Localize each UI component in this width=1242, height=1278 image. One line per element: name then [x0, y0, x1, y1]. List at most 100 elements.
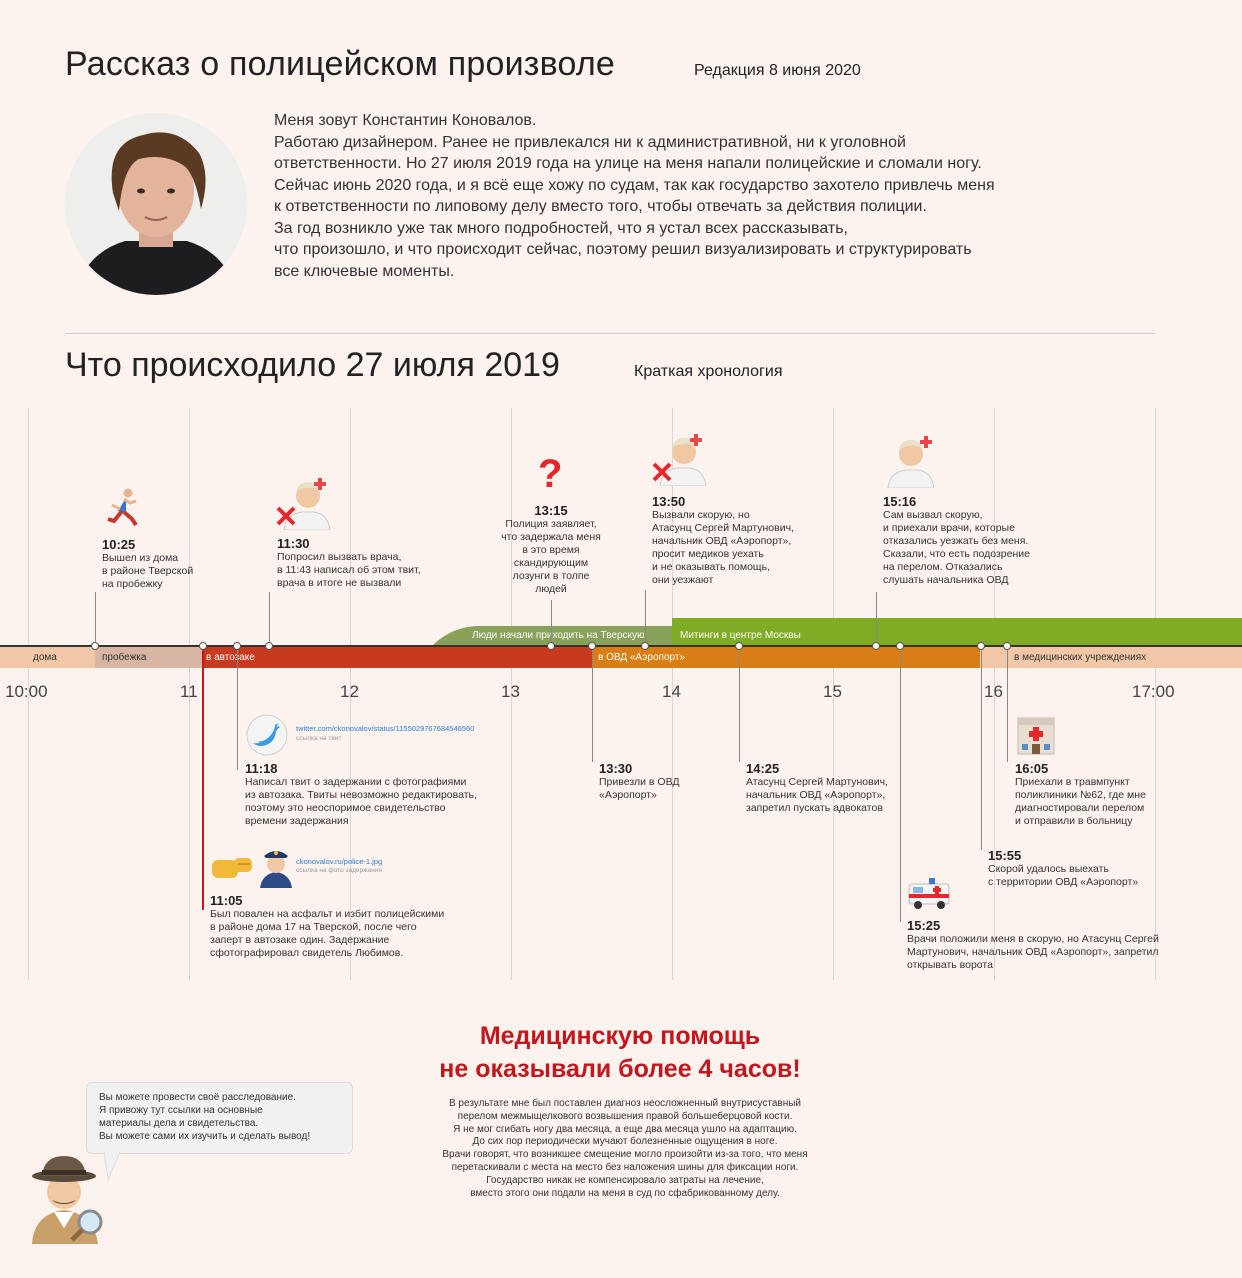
event-marker — [896, 642, 904, 650]
event-description: Попросил вызвать врача,в 11:43 написал о… — [277, 551, 421, 589]
hour-gridline — [189, 408, 190, 980]
tweet-link[interactable]: twitter.com/ckonovalov/status/1155029767… — [296, 724, 475, 733]
intro-line: Работаю дизайнером. Ранее не привлекался… — [274, 133, 906, 151]
event-marker — [233, 642, 241, 650]
hour-tick: 17:00 — [1132, 682, 1175, 701]
hour-tick: 14 — [662, 682, 681, 701]
event-marker — [199, 642, 207, 650]
event-stem — [95, 592, 96, 642]
timeline-title: Что происходило 27 июля 2019 — [65, 346, 560, 384]
event-time: 15:25 — [907, 918, 941, 933]
intro-line: Меня зовут Константин Коновалов. — [274, 112, 537, 129]
author-photo — [65, 113, 247, 295]
event-description: Сам вызвал скорую,и приехали врачи, кото… — [883, 509, 1030, 586]
event-marker — [91, 642, 99, 650]
event-stem-arrest — [202, 648, 204, 910]
intro-line: все ключевые моменты. — [274, 262, 455, 280]
timeline-axis — [0, 645, 1242, 647]
twitter-bird-icon — [246, 714, 288, 756]
doctor-refused-icon — [276, 478, 331, 530]
event-time: 13:15 — [534, 503, 568, 518]
timeline-subtitle: Краткая хронология — [634, 363, 783, 380]
event-stem — [1007, 650, 1008, 762]
event-time: 11:30 — [277, 536, 310, 551]
event-description: Написал твит о задержании с фотографиями… — [245, 776, 477, 827]
event-time: 15:16 — [883, 494, 917, 509]
event-description: Врачи положили меня в скорую, но Атасунц… — [907, 933, 1159, 971]
band-medical — [980, 647, 1242, 668]
runner-icon — [107, 488, 138, 527]
band-medical-label: в медицинских учреждениях — [1014, 652, 1147, 663]
question-icon: ? — [538, 452, 563, 496]
band-people-gathering — [432, 626, 672, 646]
event-time: 11:05 — [210, 893, 243, 908]
event-time: 10:25 — [102, 537, 136, 552]
event-marker — [641, 642, 649, 650]
section-divider — [65, 333, 1155, 334]
page-title: Рассказ о полицейском произволе — [65, 45, 615, 83]
conclusion-text: В результате мне был поставлен диагноз н… — [442, 1098, 808, 1199]
intro-line: что произошло, и что происходит сейчас, … — [274, 241, 972, 258]
hour-tick: 11 — [180, 682, 198, 701]
event-marker — [735, 642, 743, 650]
doctor-icon — [887, 436, 935, 488]
event-time: 11:18 — [245, 761, 278, 776]
hour-gridline — [28, 408, 29, 980]
event-time: 13:30 — [599, 761, 633, 776]
event-description: Атасунц Сергей Мартунович,начальник ОВД … — [746, 776, 888, 814]
hour-gridline — [350, 408, 351, 980]
event-time: 14:25 — [746, 761, 780, 776]
alarm-headline: Медицинскую помощь не оказывали более 4 … — [439, 1022, 801, 1083]
band-jog — [95, 647, 203, 668]
intro-line: ответственности. Но 27 июля 2019 года на… — [274, 155, 982, 172]
detective-icon — [32, 1156, 103, 1244]
band-rallies-label: Митинги в центре Москвы — [680, 630, 801, 641]
event-stem — [876, 592, 877, 642]
event-stem — [645, 590, 646, 642]
protest-bands — [432, 618, 1242, 646]
hour-tick: 15 — [823, 682, 842, 701]
intro-line: За год возникло уже так много подробност… — [274, 219, 848, 237]
portrait-illustration — [65, 113, 247, 295]
event-stem — [237, 650, 238, 770]
doctor-refused-icon — [652, 434, 707, 486]
edition-date: Редакция 8 июня 2020 — [694, 62, 861, 79]
hour-gridline — [1155, 408, 1156, 980]
band-van — [203, 647, 592, 668]
hour-gridline — [511, 408, 512, 980]
hospital-icon — [1017, 717, 1055, 755]
intro-text: Меня зовут Константин Коновалов. Работаю… — [274, 110, 995, 282]
hour-gridline — [833, 408, 834, 980]
hour-tick: 10:00 — [5, 682, 48, 701]
investigation-bubble: Вы можете провести своё расследование.Я … — [86, 1082, 353, 1154]
photo-link-caption: ссылка на фото задержания — [296, 867, 382, 874]
event-marker — [265, 642, 273, 650]
hour-gridline — [672, 408, 673, 980]
band-people-label: Люди начали приходить на Тверскую — [472, 630, 645, 641]
event-stem — [739, 650, 740, 762]
event-time: 15:55 — [988, 848, 1022, 863]
band-ovd — [592, 647, 980, 668]
band-jog-label: пробежка — [102, 652, 147, 663]
event-marker — [977, 642, 985, 650]
event-marker — [872, 642, 880, 650]
intro-line: Сейчас июнь 2020 года, и я всё еще хожу … — [274, 176, 995, 194]
event-marker — [1003, 642, 1011, 650]
bubble-tail — [103, 1152, 121, 1182]
event-marker — [588, 642, 596, 650]
band-ovd-label: в ОВД «Аэропорт» — [598, 652, 686, 663]
hour-gridline — [994, 408, 995, 980]
photo-link[interactable]: ckonovalov.ru/police-1.jpg — [296, 857, 383, 866]
band-rallies — [672, 618, 1242, 646]
hour-tick: 12 — [340, 682, 359, 701]
police-officer-icon — [260, 851, 292, 888]
event-stem — [269, 592, 270, 642]
event-marker — [547, 642, 555, 650]
band-van-label: в автозаке — [206, 652, 255, 663]
band-home-label: дома — [33, 652, 57, 663]
hour-tick: 13 — [501, 682, 520, 701]
fist-icon — [212, 858, 252, 878]
